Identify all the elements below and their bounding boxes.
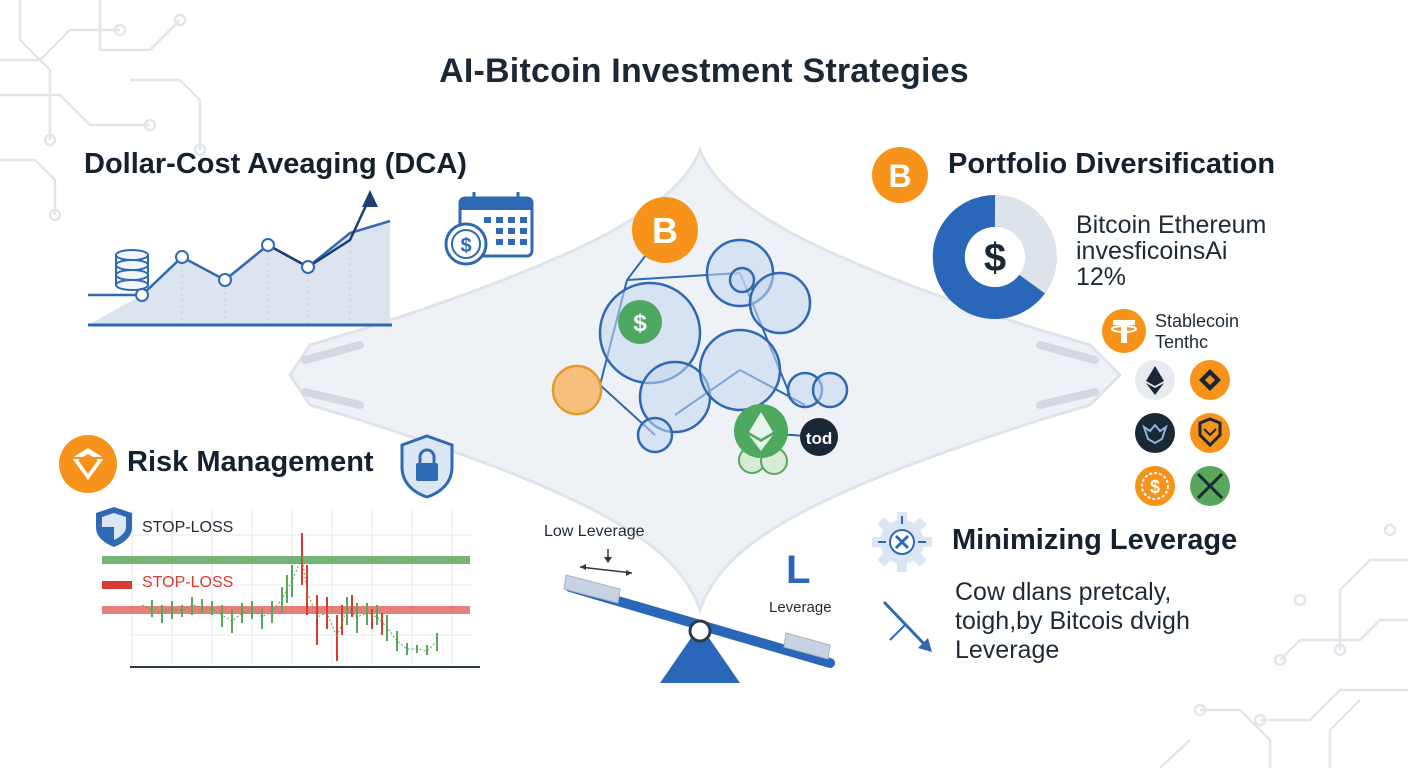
portfolio-heading: Portfolio Diversification — [948, 148, 1276, 180]
calendar-dollar-icon: $ — [444, 192, 534, 266]
stop-loss-shield-icon — [96, 507, 132, 547]
ai-bull-icon — [1135, 413, 1175, 453]
stop-loss-red-line — [102, 606, 470, 614]
leverage-seesaw — [563, 549, 835, 683]
stablecoin-label-1: Stablecoin — [1155, 311, 1240, 331]
svg-text:$: $ — [633, 310, 647, 337]
dark-token-icon — [800, 418, 838, 456]
gear-x-icon — [872, 512, 932, 572]
low-leverage-label: Low Leverage — [544, 523, 645, 540]
donut-legend-line-2: invesficoinsAi — [1076, 237, 1228, 265]
coin-stack-icon — [115, 249, 149, 291]
svg-text:B: B — [652, 210, 678, 251]
coin-icon-grid: $ — [1135, 360, 1230, 506]
shield-token-icon — [1190, 413, 1230, 453]
minimizing-leverage-heading: Minimizing Leverage — [952, 524, 1238, 556]
circuit-pattern-top-left — [0, 0, 207, 222]
svg-text:$: $ — [1150, 477, 1160, 497]
svg-text:B: B — [888, 158, 911, 194]
leverage-text-line-2: toigh,by Bitcois dvigh — [955, 607, 1190, 635]
lock-shield-icon — [400, 434, 454, 499]
crossed-coin-icon — [1190, 466, 1230, 506]
ethereum-green-icon — [734, 404, 788, 458]
bitcoin-icon: B — [632, 197, 698, 263]
dca-growth-chart — [88, 190, 392, 327]
circuit-pattern-bottom-right — [1159, 523, 1408, 768]
dark-token-label: tod — [806, 429, 832, 448]
risk-heading-icon — [59, 435, 117, 493]
page-title: AI-Bitcoin Investment Strategies — [439, 52, 969, 90]
risk-heading: Risk Management — [127, 446, 374, 478]
svg-text:$: $ — [460, 235, 471, 257]
leverage-text-line-3: Leverage — [955, 636, 1060, 664]
dca-heading: Dollar-Cost Aveaging (DCA) — [84, 148, 467, 180]
stablecoin-label-2: Tenthc — [1155, 332, 1209, 352]
stop-loss-green-line — [102, 556, 470, 564]
downtrend-arrow-icon — [882, 600, 932, 652]
svg-text:$: $ — [984, 236, 1006, 280]
leverage-label: Leverage — [769, 599, 832, 616]
stop-loss-label-red: STOP-LOSS — [142, 574, 234, 591]
portfolio-donut-chart: $ — [932, 195, 1057, 319]
tether-icon — [1102, 309, 1146, 353]
stop-loss-label-top: STOP-LOSS — [142, 519, 234, 536]
binance-icon — [1190, 360, 1230, 400]
dollar-coin-green-icon: $ — [618, 300, 662, 344]
ethereum-icon — [1135, 360, 1175, 400]
stop-loss-chart — [96, 507, 480, 668]
donut-legend-line-3: 12% — [1076, 263, 1127, 291]
bubble-orange — [551, 364, 603, 416]
leverage-letter: L — [786, 548, 811, 592]
leverage-text-line-1: Cow dlans pretcaly, — [955, 578, 1172, 606]
crypto-bubble-network: $ B tod — [551, 197, 849, 475]
bitcoin-heading-icon: B — [872, 147, 928, 203]
dollar-coin-icon: $ — [1135, 466, 1175, 506]
donut-legend-line-1: Bitcoin Ethereum — [1076, 211, 1267, 239]
